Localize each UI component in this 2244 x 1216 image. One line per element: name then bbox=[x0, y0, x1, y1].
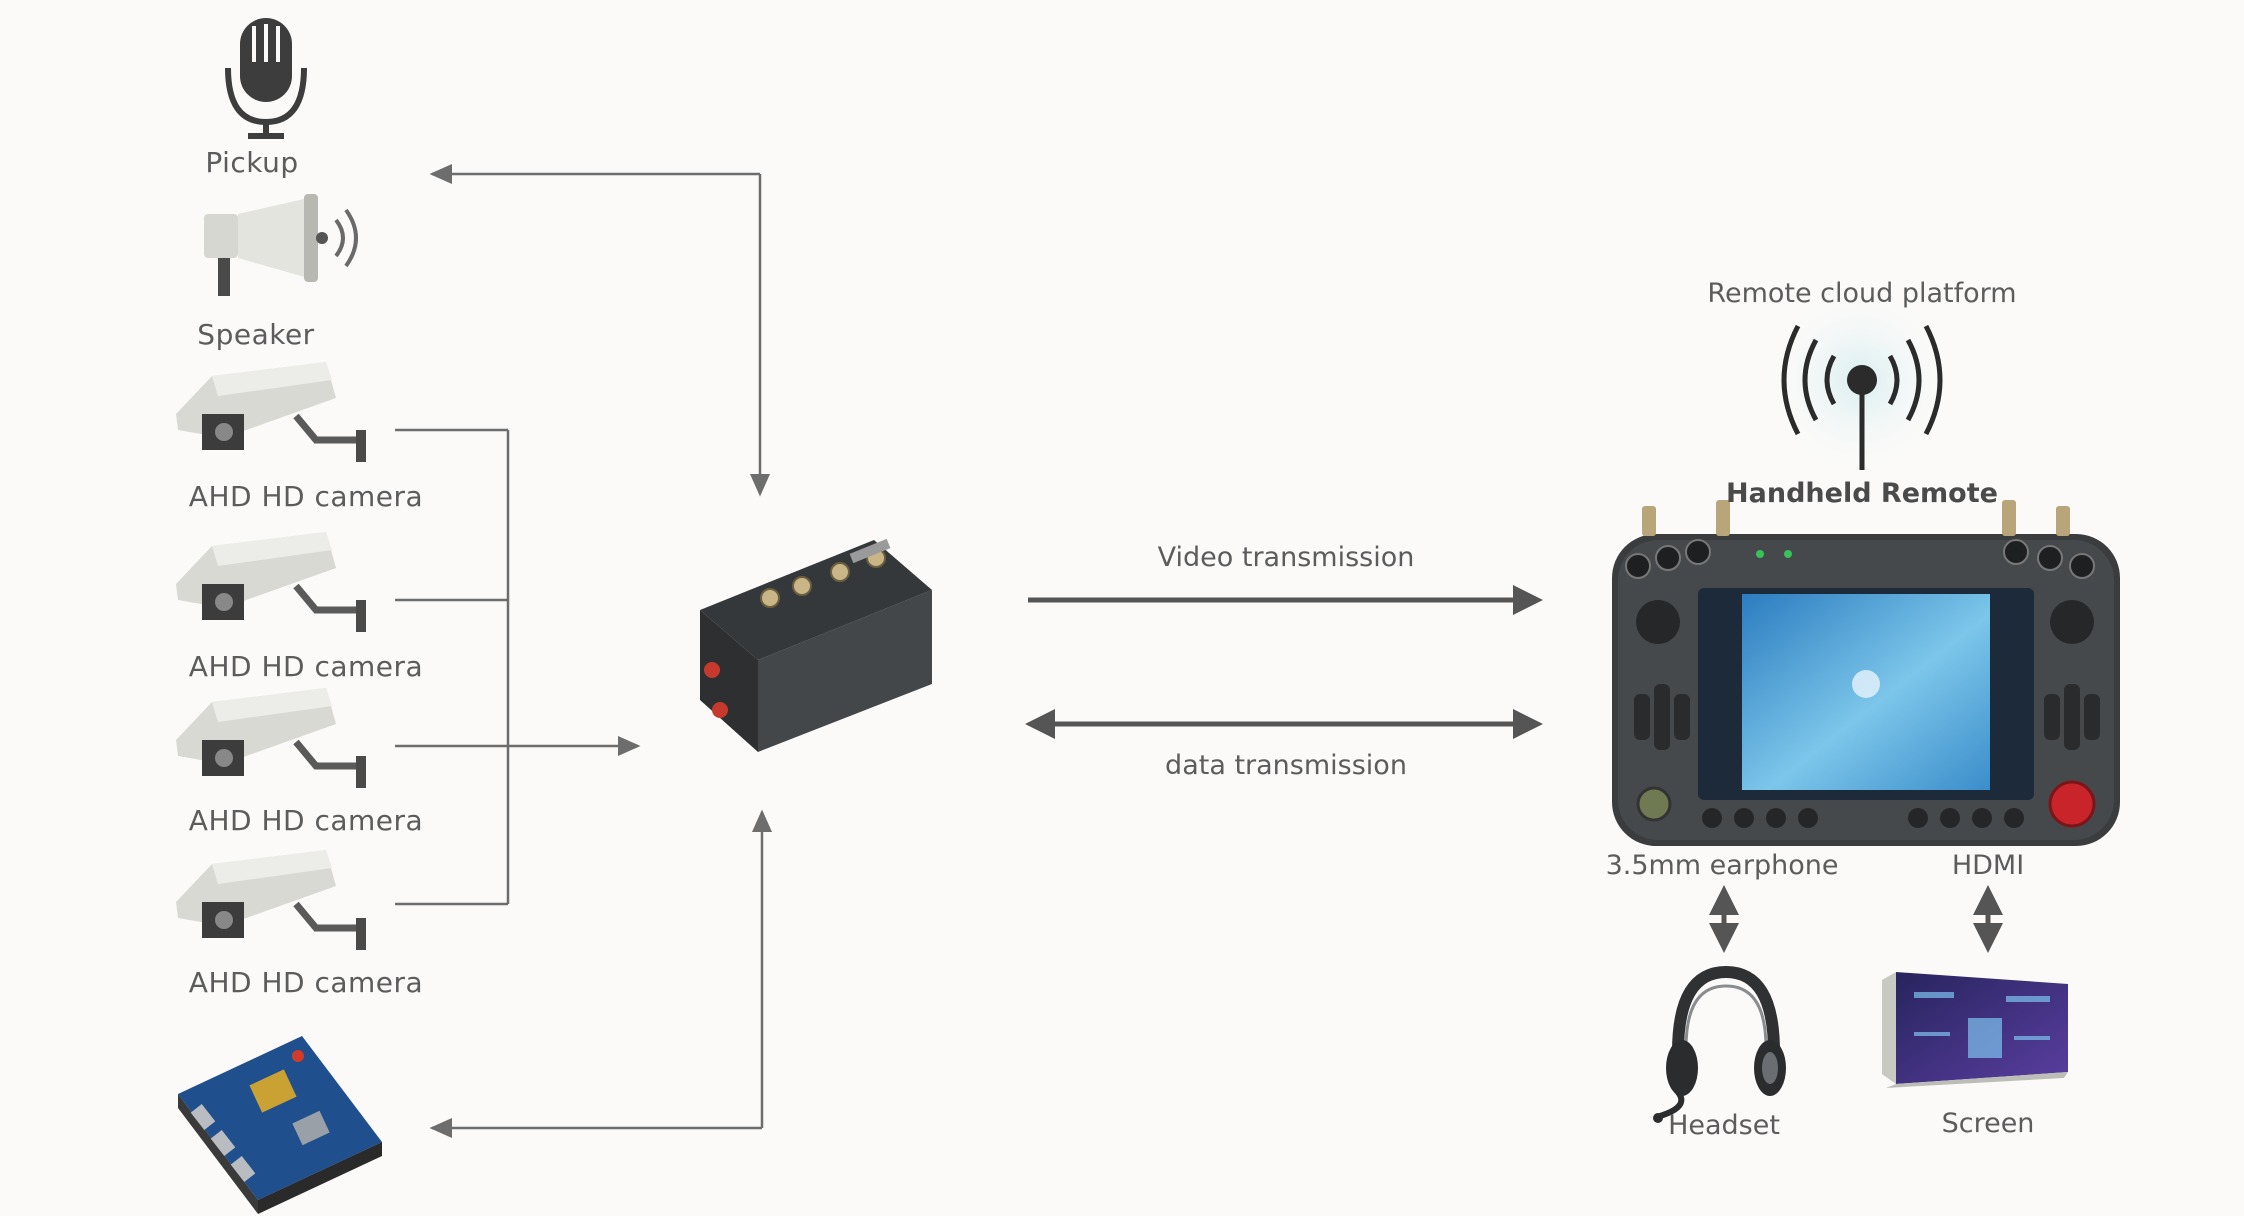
microphone-icon bbox=[225, 18, 307, 139]
wireless-antenna-icon bbox=[1781, 324, 1943, 470]
label-camera-3: AHD HD camera bbox=[188, 804, 424, 837]
label-camera-2: AHD HD camera bbox=[188, 650, 424, 683]
label-camera-1: AHD HD camera bbox=[188, 480, 424, 513]
label-remote-cloud-platform: Remote cloud platform bbox=[1707, 278, 2017, 309]
label-data-transmission: data transmission bbox=[1165, 750, 1407, 781]
transmitter-box-icon bbox=[700, 538, 932, 752]
label-screen: Screen bbox=[1941, 1108, 2035, 1139]
transmission-arrows bbox=[1025, 585, 2003, 953]
cctv-camera-icon bbox=[176, 688, 366, 788]
label-hdmi: HDMI bbox=[1951, 850, 2025, 881]
label-speaker: Speaker bbox=[197, 318, 315, 351]
handheld-remote-icon bbox=[1612, 500, 2120, 846]
label-pickup: Pickup bbox=[205, 146, 299, 179]
camera-bus bbox=[395, 428, 510, 906]
label-headset: Headset bbox=[1668, 1110, 1780, 1141]
label-earphone: 3.5mm earphone bbox=[1605, 850, 1839, 881]
headset-icon bbox=[1653, 965, 1786, 1123]
cctv-camera-icon bbox=[176, 532, 366, 632]
circuit-board-icon bbox=[178, 1036, 382, 1214]
cctv-camera-icon bbox=[176, 362, 366, 462]
label-handheld-remote: Handheld Remote bbox=[1726, 478, 1998, 509]
connector-lines bbox=[395, 164, 772, 1138]
monitor-icon bbox=[1882, 972, 2068, 1088]
label-video-transmission: Video transmission bbox=[1157, 542, 1415, 573]
cctv-camera-icon bbox=[176, 850, 366, 950]
label-camera-4: AHD HD camera bbox=[188, 966, 424, 999]
loudspeaker-icon bbox=[204, 194, 358, 296]
